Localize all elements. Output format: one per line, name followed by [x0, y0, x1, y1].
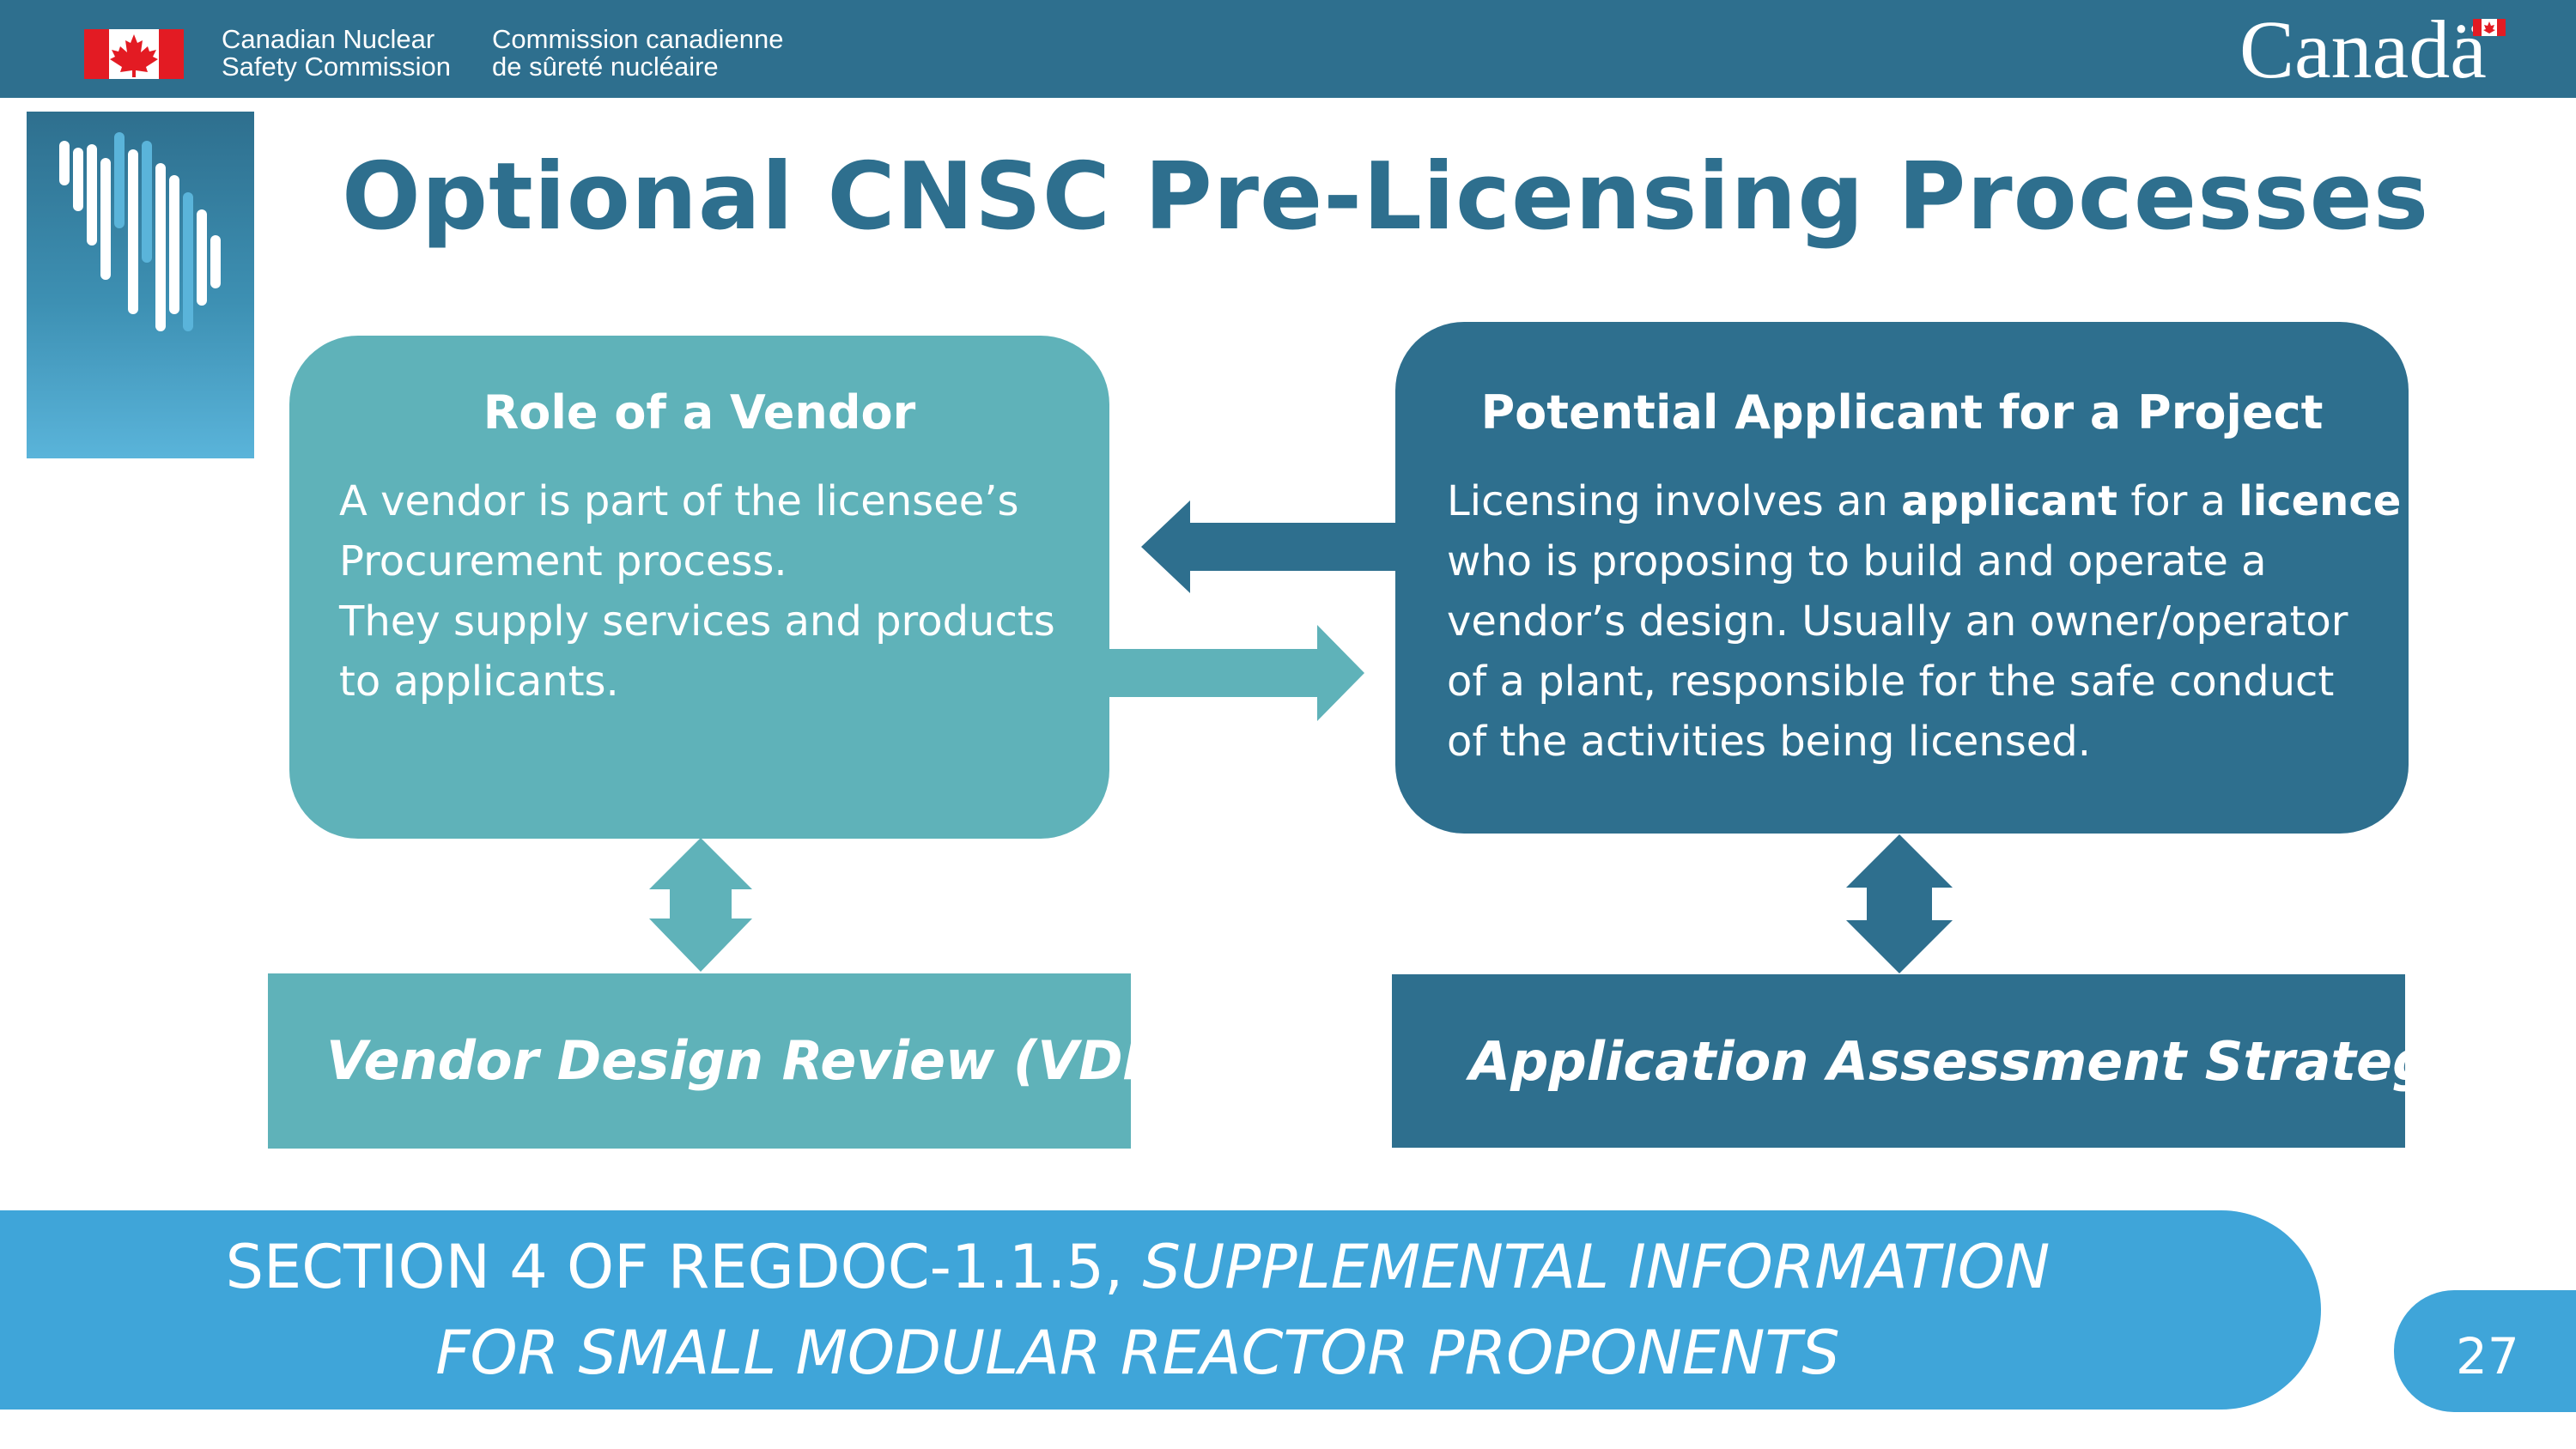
applicant-vertical-arrow-icon	[1846, 834, 1953, 973]
slide-title: Optional CNSC Pre-Licensing Processes	[342, 143, 2430, 251]
canada-flag-icon	[84, 29, 184, 79]
applicant-text: Licensing involves an applicant for a li…	[1447, 477, 2402, 766]
vendor-role-box: Role of a Vendor A vendor is part of the…	[289, 336, 1109, 839]
application-assessment-strategy-box: Application Assessment Strategy	[1392, 974, 2465, 1148]
org-name-french: Commission canadienne de sûreté nucléair…	[492, 24, 784, 82]
footer-banner	[0, 1210, 2321, 1410]
cnsc-logo	[27, 112, 254, 458]
applicant-box: Potential Applicant for a Project Licens…	[1395, 322, 2409, 834]
applicant-heading: Potential Applicant for a Project	[1480, 385, 2324, 440]
vendor-vertical-arrow-icon	[649, 838, 752, 972]
page-number-badge	[2394, 1290, 2576, 1412]
arrow-right-icon	[1109, 625, 1364, 721]
vendor-role-heading: Role of a Vendor	[483, 385, 916, 440]
cnsc-logo-icon	[59, 132, 221, 331]
page-number: 27	[2456, 1327, 2519, 1385]
org-name-english: Canadian Nuclear Safety Commission	[222, 24, 452, 82]
canada-wordmark: Canadä	[2239, 3, 2487, 95]
header-bar: Canadian Nuclear Safety Commission Commi…	[0, 0, 2576, 98]
vendor-design-review-box: Vendor Design Review (VDR)	[268, 973, 1188, 1149]
vendor-role-text: A vendor is part of the licensee’s Procu…	[339, 477, 1055, 706]
wordmark-flag-icon	[2473, 19, 2506, 36]
arrow-left-icon	[1141, 500, 1395, 593]
footer-reference-text: SECTION 4 OF REGDOC-1.1.5, SUPPLEMENTAL …	[225, 1232, 2050, 1388]
